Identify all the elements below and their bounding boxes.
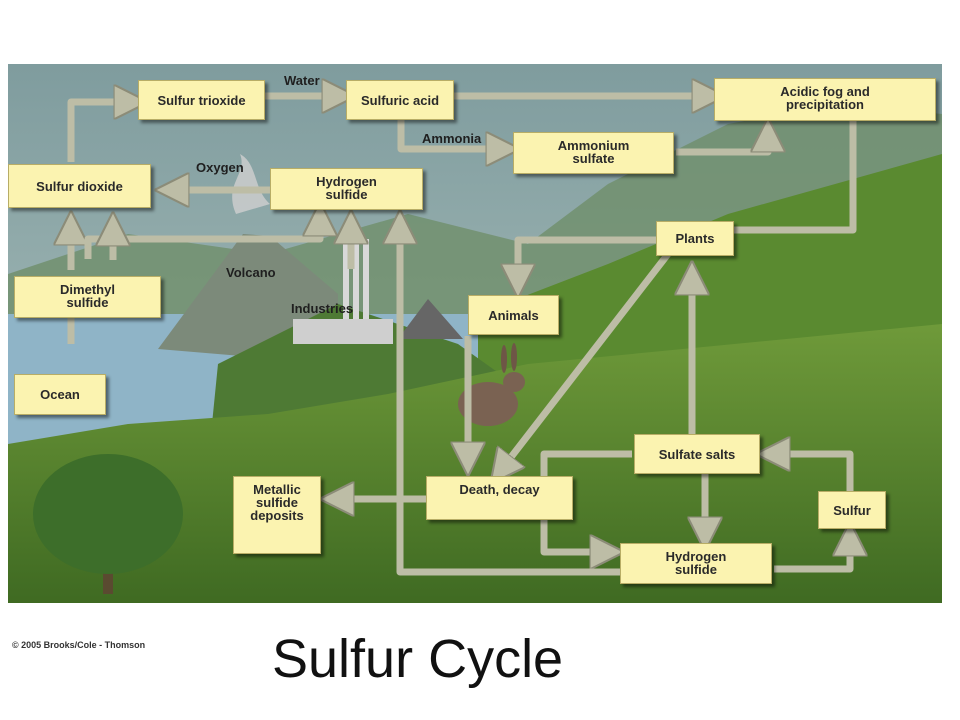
arrow-salts-loop xyxy=(540,450,632,484)
node-death-decay: Death, decay xyxy=(426,476,573,520)
node-acidic-fog: Acidic fog and precipitation xyxy=(714,78,936,121)
arrow-h2s-bottom-to-sulfur xyxy=(774,534,850,573)
node-sulfur-dioxide: Sulfur dioxide xyxy=(8,164,151,208)
label-oxygen: Oxygen xyxy=(196,160,244,175)
arrow-plants-to-animals xyxy=(518,236,656,286)
arrow-plants-to-decay xyxy=(498,251,671,474)
smokestack-illustration xyxy=(293,234,463,344)
node-plants: Plants xyxy=(656,221,734,256)
arrow-ammonium-to-fog xyxy=(676,130,768,156)
arrow-dioxide-to-trioxide xyxy=(67,102,136,162)
node-sulfuric-acid: Sulfuric acid xyxy=(346,80,454,120)
page-title: Sulfur Cycle xyxy=(272,629,564,689)
label-industries: Industries xyxy=(291,301,354,316)
arrow-sulfur-to-salts xyxy=(768,454,854,491)
label-ammonia: Ammonia xyxy=(422,131,482,146)
scene-illustration xyxy=(8,64,942,603)
arrow-volcano-to-h2s xyxy=(84,214,320,259)
label-water: Water xyxy=(284,73,320,88)
node-ocean: Ocean xyxy=(14,374,106,415)
arrow-acid-to-ammonium xyxy=(397,118,508,149)
node-sulfur: Sulfur xyxy=(818,491,886,529)
sulfur-cycle-scene: Sulfur trioxide Sulfuric acid Acidic fog… xyxy=(8,64,942,603)
arrow-h2s-bottom-to-h2s-top xyxy=(400,222,620,576)
node-hydrogen-sulfide-bottom: Hydrogen sulfide xyxy=(620,543,772,584)
node-animals: Animals xyxy=(468,295,559,335)
node-hydrogen-sulfide-top: Hydrogen sulfide xyxy=(270,168,423,210)
rabbit-illustration xyxy=(458,343,525,426)
arrow-decay-to-h2s-bottom xyxy=(540,504,612,552)
tree-illustration xyxy=(33,454,183,594)
node-dimethyl-sulfide: Dimethyl sulfide xyxy=(14,276,161,318)
node-ammonium-sulfate: Ammonium sulfate xyxy=(513,132,674,174)
copyright-notice: © 2005 Brooks/Cole - Thomson xyxy=(12,640,146,650)
node-sulfur-trioxide: Sulfur trioxide xyxy=(138,80,265,120)
label-volcano: Volcano xyxy=(226,265,276,280)
arrow-fog-to-plants xyxy=(734,118,857,234)
node-metallic-sulfide-deposits: Metallic sulfide deposits xyxy=(233,476,321,554)
node-sulfate-salts: Sulfate salts xyxy=(634,434,760,474)
